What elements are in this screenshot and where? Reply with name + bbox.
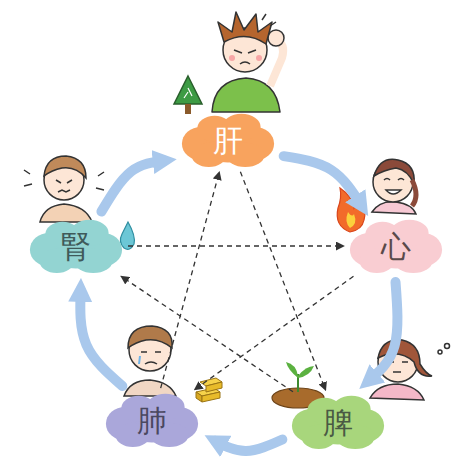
organ-cloud: 心 (348, 218, 444, 274)
controlling-arrow (161, 172, 220, 388)
organ-label: 肺 (137, 404, 167, 437)
organ-cloud: 肺 (104, 392, 200, 448)
generating-arrow (215, 440, 282, 451)
organ-label: 心 (381, 230, 411, 263)
generating-arrow (101, 161, 164, 212)
cold-woman-figure (24, 156, 104, 222)
angry-man-figure (212, 12, 284, 112)
happy-woman-figure (372, 159, 416, 214)
organ-cloud: 脾 (290, 394, 386, 450)
generating-arrow (284, 156, 362, 206)
organ-cloud: 肝 (180, 112, 276, 168)
tree-symbol (174, 76, 202, 114)
organ-label: 肝 (213, 124, 243, 157)
organ-label: 腎 (61, 230, 91, 263)
controlling-arrow (121, 276, 293, 392)
water-drop-symbol (120, 222, 134, 249)
organ-cloud: 腎 (28, 218, 124, 274)
controlling-arrow (195, 276, 354, 389)
generating-arrow (368, 282, 397, 381)
controlling-arrow (240, 172, 325, 391)
controlling-arrow (128, 245, 344, 246)
gold-bars-symbol (196, 378, 222, 402)
organ-label: 脾 (323, 406, 353, 439)
generating-arrow (80, 290, 122, 386)
